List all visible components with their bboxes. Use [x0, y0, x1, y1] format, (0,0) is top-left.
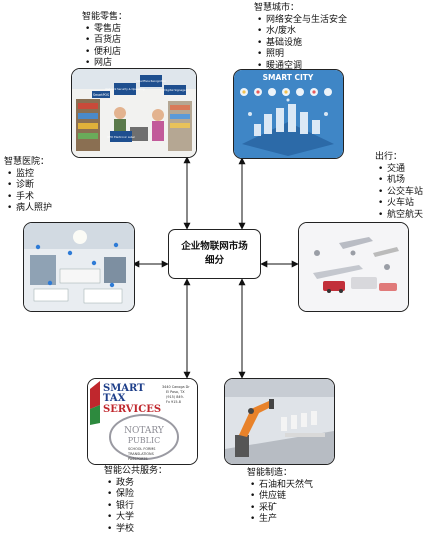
tax-check-item: TRANSLATIONS: [127, 452, 154, 456]
manufacturing-item: 供应链: [250, 491, 313, 503]
tax-address-line: 3440 Canoga Dr: [162, 385, 190, 389]
manufacturing-item: 石油和天然气: [250, 480, 313, 492]
retail-item: 便利店: [85, 47, 127, 59]
tax-brand-smart: SMART: [103, 383, 145, 394]
tax-stamp-public: PUBLIC: [128, 436, 160, 445]
healthcare-item: 诊断: [7, 180, 52, 192]
retail-tag: Digital Signage: [164, 88, 186, 92]
tax-check-item: PASSPORTS: [128, 457, 148, 461]
healthcare-title: 智慧医院：: [4, 157, 50, 167]
public-item: 银行: [107, 501, 167, 513]
travel-item: 机场: [378, 175, 423, 187]
tax-address-line: (915) 849-: [166, 395, 185, 399]
manufacturing-title: 智能制造：: [247, 468, 293, 478]
tax-address-line: El Paso, TX: [166, 390, 185, 394]
public-title: 智能公共服务：: [104, 466, 168, 476]
city-item: 网络安全与生活安全: [257, 15, 347, 27]
public-item: 政务: [107, 478, 167, 490]
manufacturing-item: 生产: [250, 514, 313, 526]
manufacturing-label: 智能制造： 石油和天然气 供应链 采矿 生产: [247, 468, 313, 526]
tax-stamp-notary: NOTARY: [124, 426, 165, 436]
healthcare-item: 监控: [7, 169, 52, 181]
center-title-line2: 细分: [204, 255, 224, 266]
tax-brand-tax: TAX: [103, 393, 126, 404]
retail-tag: Network Security & Operating: [106, 87, 145, 91]
retail-item: 网店: [85, 58, 127, 70]
manufacturing-image: [224, 378, 335, 465]
retail-tag: SmartPOS: [93, 93, 109, 97]
travel-item: 航空航天: [378, 210, 423, 222]
travel-item: 交通: [378, 164, 423, 176]
tax-brand-services: SERVICES: [103, 404, 161, 415]
tax-services-image: SMART TAX SERVICES 3440 Canoga Dr El Pas…: [87, 378, 198, 465]
retail-image: SmartPOS Network Security & Operating Sm…: [71, 68, 197, 158]
center-title-line1: 企业物联网市场: [181, 241, 248, 252]
tax-address-line: Fx 915-8: [166, 400, 181, 404]
city-label: 智慧城市： 网络安全与生活安全 水/废水 基础设施 照明 暖通空调: [254, 3, 347, 72]
travel-image: [298, 222, 409, 312]
healthcare-label: 智慧医院： 监控 诊断 手术 病人照护: [4, 157, 52, 215]
manufacturing-item: 采矿: [250, 503, 313, 515]
smart-city-image: SMART CITY: [233, 69, 344, 159]
city-item: 照明: [257, 49, 347, 61]
public-item: 大学: [107, 512, 167, 524]
retail-tag: SmartFace Recognition: [136, 79, 166, 83]
retail-item: 百货店: [85, 35, 127, 47]
city-item: 水/废水: [257, 26, 347, 38]
center-node: 企业物联网市场 细分: [168, 229, 261, 279]
public-label: 智能公共服务： 政务 保险 银行 大学 学校: [104, 466, 167, 535]
hospital-image: [23, 222, 135, 312]
city-title: 智慧城市：: [254, 3, 300, 13]
tax-check-item: SCHOOL FORMS: [128, 447, 155, 451]
retail-title: 智能零售：: [82, 12, 128, 22]
city-item: 暖通空调: [257, 61, 347, 73]
travel-title: 出行：: [375, 152, 403, 162]
travel-item: 公交车站: [378, 187, 423, 199]
travel-item: 火车站: [378, 198, 423, 210]
city-item: 基础设施: [257, 38, 347, 50]
city-banner: SMART CITY: [263, 73, 314, 82]
retail-label: 智能零售： 零售店 百货店 便利店 网店: [82, 12, 127, 70]
public-item: 保险: [107, 489, 167, 501]
healthcare-item: 病人照护: [7, 203, 52, 215]
healthcare-item: 手术: [7, 192, 52, 204]
retail-item: 零售店: [85, 24, 127, 36]
travel-label: 出行： 交通 机场 公交车站 火车站 航空航天: [375, 152, 423, 221]
public-item: 学校: [107, 524, 167, 535]
retail-tag: RFID Electronic Label: [107, 135, 135, 139]
